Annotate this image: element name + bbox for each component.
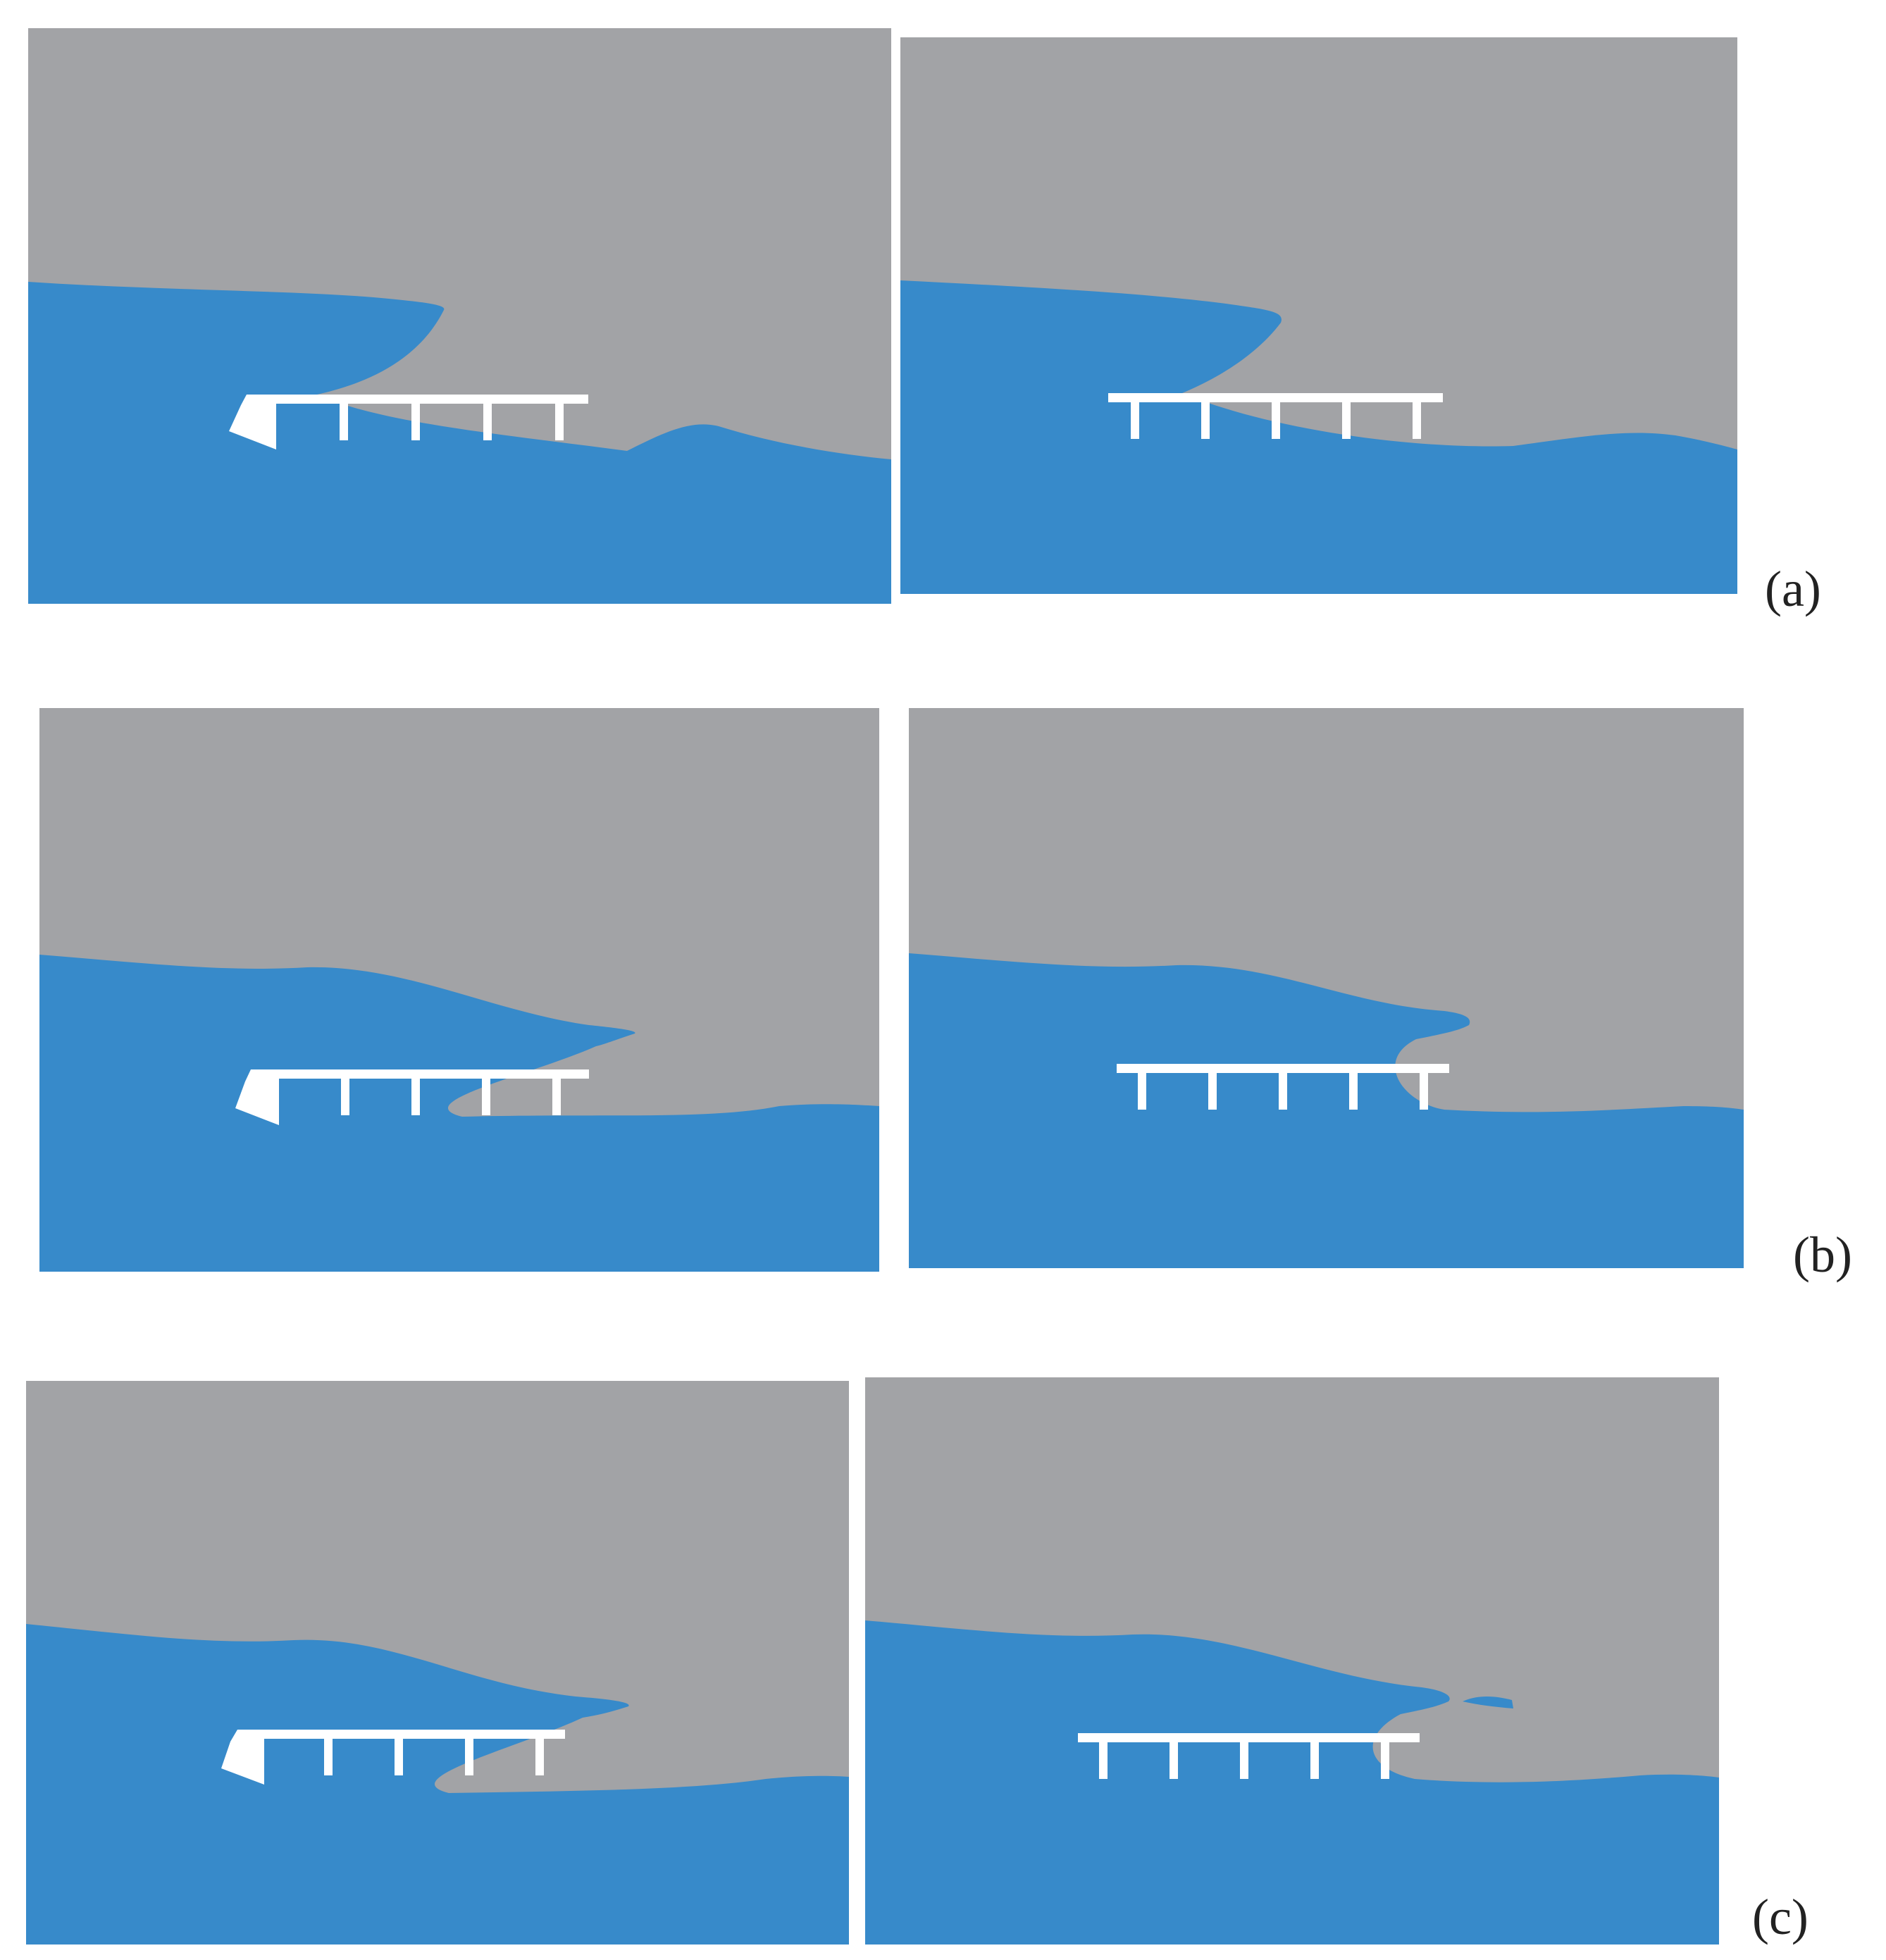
panel-b-left (39, 708, 879, 1272)
breakwater (229, 395, 276, 449)
pile (1138, 1064, 1146, 1110)
pile (411, 395, 420, 440)
pile (483, 395, 492, 440)
water-droplet (1463, 1697, 1513, 1708)
deck (1078, 1733, 1420, 1742)
deck-structure (235, 1069, 589, 1125)
pile (1099, 1733, 1108, 1779)
pile (324, 1730, 333, 1775)
pile (1413, 393, 1421, 439)
deck-structure (229, 395, 588, 449)
pile (1279, 1064, 1287, 1110)
pile (552, 1069, 561, 1115)
pile (1240, 1733, 1248, 1779)
panel-a-left (28, 28, 891, 604)
wave-water (39, 955, 879, 1272)
pile (1131, 393, 1139, 439)
pile (1381, 1733, 1389, 1779)
pile (411, 1069, 420, 1115)
pile (1349, 1064, 1358, 1110)
panel-a-right (900, 37, 1737, 594)
row-label-b: (b) (1793, 1227, 1852, 1283)
pile (1310, 1733, 1319, 1779)
pile (555, 395, 564, 440)
wave-water (865, 1620, 1719, 1945)
breakwater (235, 1069, 279, 1125)
panel-c-left (26, 1381, 849, 1945)
pile (1272, 393, 1280, 439)
deck-structure (221, 1730, 565, 1785)
panel-b-right (909, 708, 1744, 1268)
pile (341, 1069, 349, 1115)
pile (1208, 1064, 1217, 1110)
deck-structure (1117, 1064, 1449, 1110)
pile (465, 1730, 473, 1775)
pile (340, 395, 348, 440)
wave-water (900, 280, 1737, 594)
pile (395, 1730, 403, 1775)
breakwater (221, 1730, 264, 1785)
row-label-a: (a) (1765, 561, 1821, 617)
panel-c-right (865, 1377, 1719, 1945)
deck-structure (1078, 1733, 1420, 1779)
pile (1342, 393, 1351, 439)
pile (1201, 393, 1210, 439)
row-label-c: (c) (1752, 1889, 1809, 1945)
deck-structure (1108, 393, 1443, 439)
pile (535, 1730, 544, 1775)
pile (482, 1069, 490, 1115)
wave-water (28, 282, 891, 604)
pile (1420, 1064, 1428, 1110)
pile (1170, 1733, 1178, 1779)
wave-water (909, 953, 1744, 1268)
wave-water (26, 1624, 849, 1945)
